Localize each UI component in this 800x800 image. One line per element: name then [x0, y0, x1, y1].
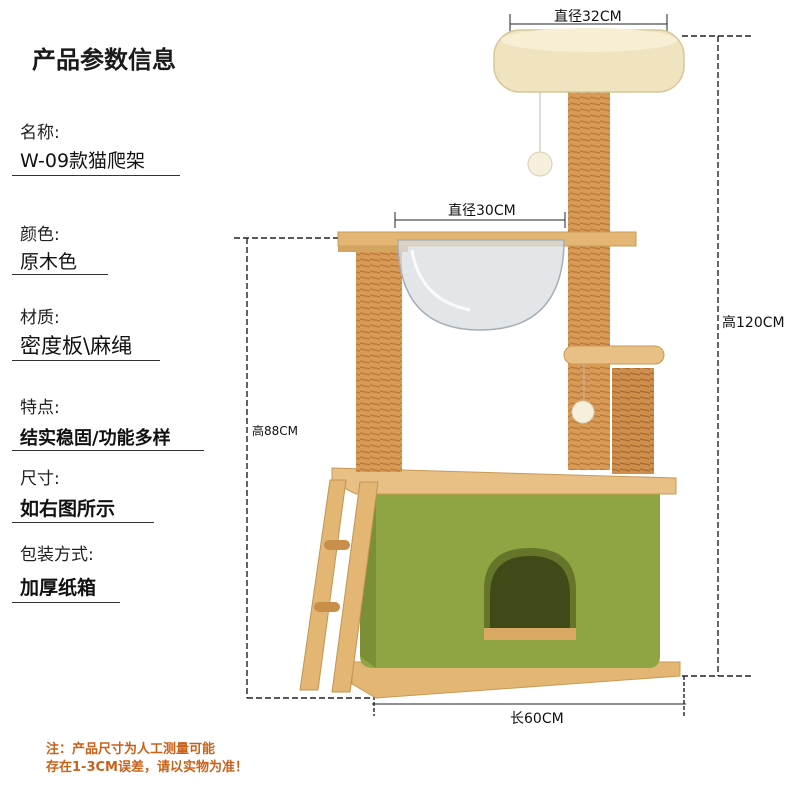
- dim-top-diameter: 直径32CM: [554, 9, 622, 25]
- dim-length: 长60CM: [510, 711, 564, 727]
- ladder: [299, 479, 379, 693]
- dimension-lines: [234, 14, 752, 716]
- spec-value-packaging: 加厚纸箱: [20, 577, 97, 599]
- spec-value-feature: 结实稳固/功能多样: [20, 428, 171, 449]
- spec-divider: [12, 274, 108, 275]
- hanging-pompom-toy-top: [527, 92, 553, 177]
- disclaimer-note-line-1: 注：产品尺寸为人工测量可能: [46, 742, 216, 757]
- hanging-pompom-toy-bottom: [571, 364, 595, 424]
- transparent-space-bowl: [397, 239, 565, 331]
- spec-divider: [12, 360, 160, 361]
- disclaimer-note-line-2: 存在1-3CM误差，请以实物为准！: [46, 760, 248, 775]
- spec-value-size: 如右图所示: [20, 498, 116, 520]
- spec-divider: [12, 175, 180, 176]
- spec-divider: [12, 602, 120, 603]
- spec-label-material: 材质:: [20, 308, 60, 328]
- spec-label-packaging: 包装方式:: [20, 545, 94, 565]
- green-cat-house: [360, 492, 660, 668]
- spec-value-material: 密度板\麻绳: [20, 334, 133, 358]
- spec-divider: [12, 450, 204, 451]
- spec-label-feature: 特点:: [20, 398, 60, 418]
- spec-label-size: 尺寸:: [20, 469, 60, 489]
- dim-bowl-diameter: 直径30CM: [448, 203, 516, 219]
- spec-value-name: W-09款猫爬架: [20, 150, 146, 172]
- short-rope-post: [612, 368, 654, 474]
- dim-platform-height: 高88CM: [252, 424, 299, 438]
- dim-total-height: 高120CM: [722, 315, 785, 331]
- top-plush-bed: [493, 28, 685, 93]
- left-rope-post: [356, 250, 402, 472]
- spec-label-name: 名称:: [20, 123, 60, 143]
- spec-divider: [12, 522, 154, 523]
- spec-label-color: 颜色:: [20, 225, 60, 245]
- small-round-shelf: [563, 345, 665, 365]
- page-title: 产品参数信息: [32, 46, 176, 74]
- spec-value-color: 原木色: [20, 251, 78, 273]
